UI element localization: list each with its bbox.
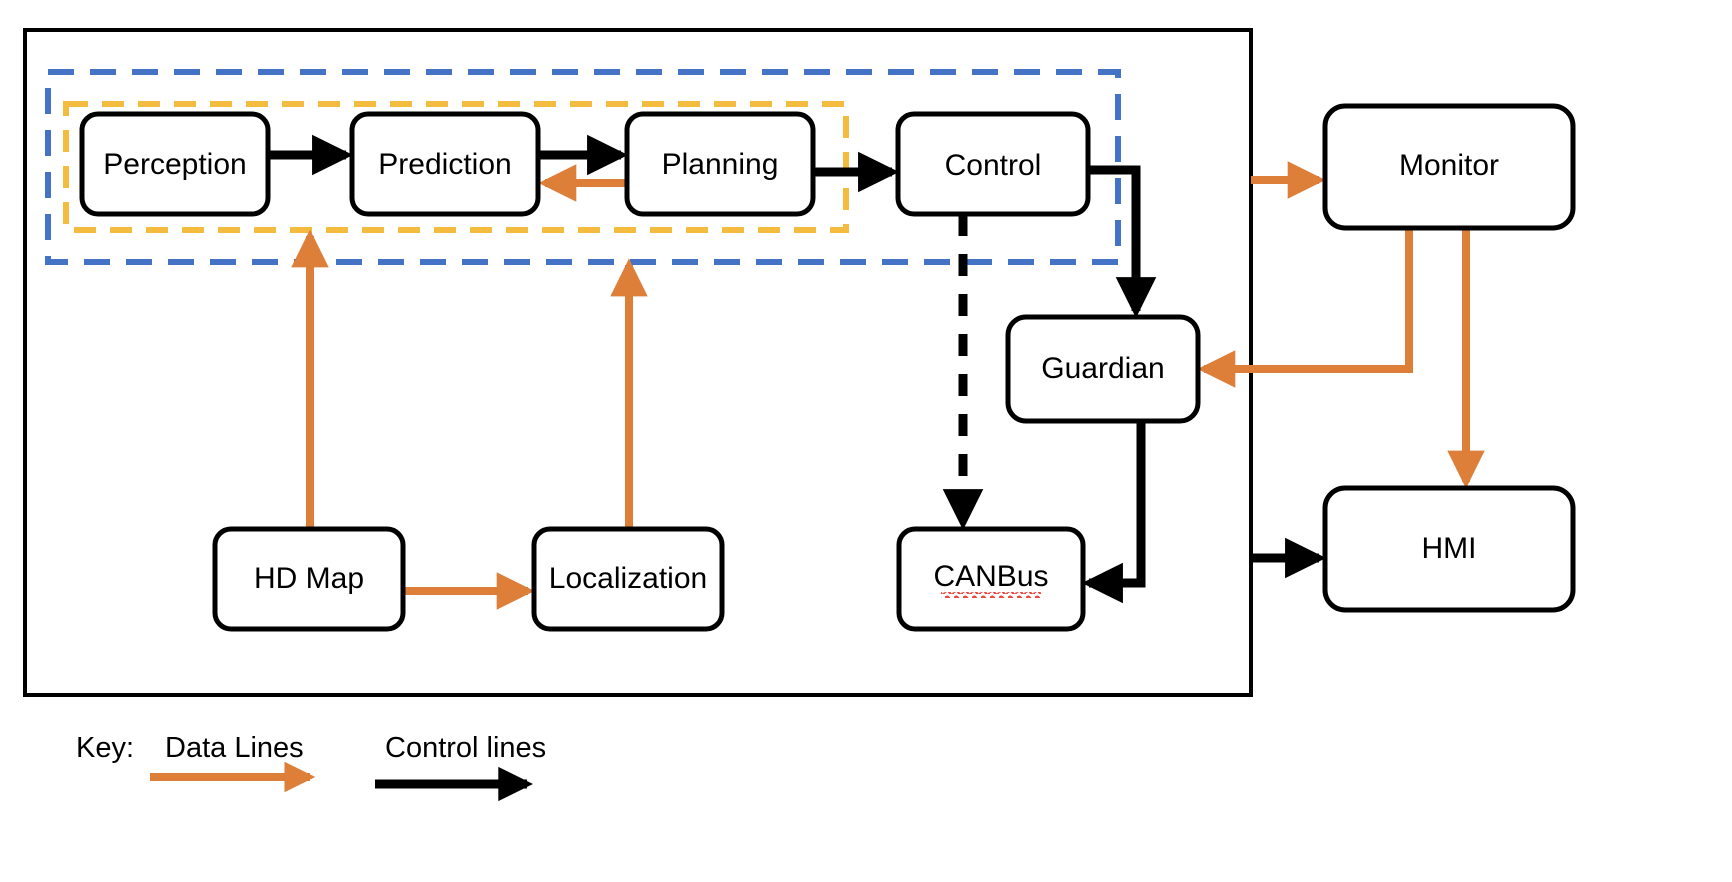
legend-control-lines-label: Control lines — [385, 732, 546, 764]
node-prediction[interactable]: Prediction — [349, 111, 541, 217]
legend-title: Key: — [76, 732, 134, 764]
node-planning[interactable]: Planning — [624, 111, 816, 217]
node-perception-label: Perception — [103, 148, 246, 181]
node-localization[interactable]: Localization — [531, 526, 725, 632]
legend-data-lines-label: Data Lines — [165, 732, 304, 764]
node-hmi-label: HMI — [1422, 532, 1477, 565]
node-prediction-label: Prediction — [378, 148, 511, 181]
node-control[interactable]: Control — [895, 111, 1091, 217]
node-localization-label: Localization — [549, 562, 707, 595]
node-planning-label: Planning — [662, 148, 779, 181]
group-inner-dashed-box — [63, 101, 849, 233]
node-hdmap-label: HD Map — [254, 562, 364, 595]
legend: Key: Data Lines Control lines — [76, 732, 546, 802]
canbus-spellcheck-underline — [941, 592, 1041, 598]
node-guardian-label: Guardian — [1041, 352, 1164, 385]
node-hmi[interactable]: HMI — [1322, 485, 1576, 613]
edge-guardian-to-canbus — [1081, 421, 1146, 604]
node-canbus[interactable]: CANBus — [896, 526, 1086, 632]
node-monitor[interactable]: Monitor — [1322, 103, 1576, 231]
node-hdmap[interactable]: HD Map — [212, 526, 406, 632]
node-perception[interactable]: Perception — [79, 111, 271, 217]
node-canbus-label: CANBus — [933, 560, 1048, 593]
node-control-label: Control — [945, 149, 1042, 182]
edge-control-to-guardian — [1090, 165, 1157, 319]
node-monitor-label: Monitor — [1399, 149, 1499, 182]
vehicle-boundary — [23, 28, 1253, 697]
node-guardian[interactable]: Guardian — [1005, 314, 1201, 424]
edge-monitor-to-guardian — [1197, 228, 1413, 388]
